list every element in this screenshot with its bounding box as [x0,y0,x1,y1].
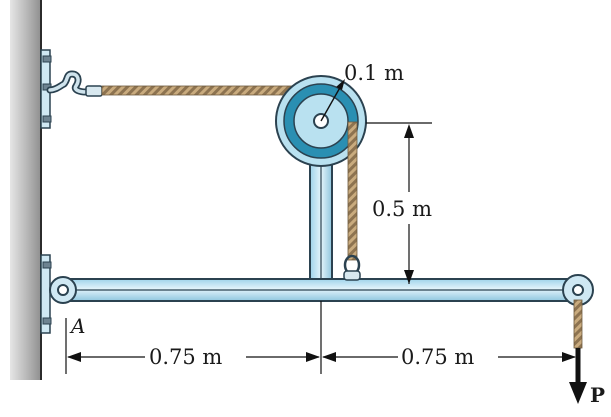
rope-vertical [347,121,358,261]
rope-end [573,299,583,349]
bolt-icon [42,261,52,325]
horizontal-member [54,278,586,302]
right-dimension-label: 0.75 m [401,345,474,369]
left-dimension-label: 0.75 m [149,345,222,369]
wall [10,0,42,380]
wall-surface [10,0,41,380]
pin-a [49,276,77,304]
vertical-dimension [366,122,432,284]
radius-indicator [320,79,345,122]
vertical-post [309,149,333,294]
left-dimension [67,352,320,362]
force-label: P [590,383,605,407]
upper-bracket [40,49,103,129]
force-arrow-icon [569,348,587,404]
shackle-icon [343,254,361,281]
pulley-radius-label: 0.1 m [344,61,404,85]
lower-bracket [40,254,52,334]
pin-label: A [69,314,85,338]
hook-icon [46,70,103,97]
vertical-dimension-label: 0.5 m [372,197,432,221]
right-dimension [322,352,576,362]
